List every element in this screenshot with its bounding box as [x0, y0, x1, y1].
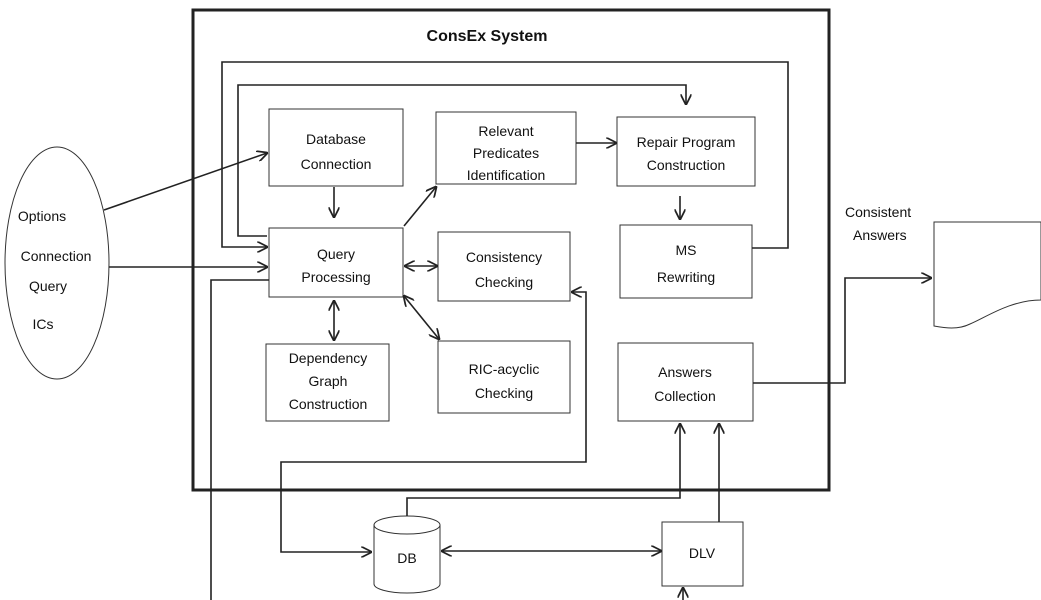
input-item-ics: ICs — [33, 316, 54, 332]
dependency-graph-label-1: Dependency — [289, 350, 368, 366]
database-connection-label-1: Database — [306, 131, 366, 147]
repair-program-label-2: Construction — [647, 157, 726, 173]
arrow-input-to-database-connection — [103, 153, 267, 211]
arrow-query-loop-to-repair — [237, 84, 686, 237]
database-connection-box: Database Connection — [268, 108, 404, 187]
input-item-options: Options — [18, 208, 66, 224]
query-processing-box: Query Processing — [268, 227, 404, 298]
connectors — [103, 61, 931, 600]
dependency-graph-label-3: Construction — [289, 396, 368, 412]
ric-acyclic-label-2: Checking — [475, 385, 533, 401]
answers-collection-label-1: Answers — [658, 364, 712, 380]
query-processing-label-1: Query — [317, 246, 355, 262]
input-item-query: Query — [29, 278, 67, 294]
ms-rewriting-label-2: Rewriting — [657, 269, 715, 285]
dlv-label: DLV — [689, 545, 716, 561]
answers-collection-box: Answers Collection — [617, 342, 754, 422]
consistency-checking-label-1: Consistency — [466, 249, 542, 265]
consistency-checking-box: Consistency Checking — [437, 231, 571, 302]
repair-program-box: Repair Program Construction — [616, 116, 756, 187]
database-connection-label-2: Connection — [301, 156, 372, 172]
arrow-ms-loop-to-query — [221, 61, 789, 248]
ric-acyclic-label-1: RIC-acyclic — [469, 361, 540, 377]
output-document — [933, 221, 1041, 329]
arrow-query-to-relevant-predicates — [403, 187, 436, 227]
arrow-query-ric — [404, 296, 439, 339]
input-ellipse — [4, 146, 110, 380]
line-query-down — [210, 279, 269, 600]
relevant-predicates-label-1: Relevant — [478, 123, 533, 139]
arrow-consistency-to-db — [280, 292, 587, 552]
db-label: DB — [397, 550, 416, 566]
output-label-1: Consistent — [845, 204, 911, 220]
input-items: Options Connection Query ICs — [18, 208, 92, 332]
system-title: ConsEx System — [427, 28, 548, 45]
ms-rewriting-label-1: MS — [676, 242, 697, 258]
ms-rewriting-box: MS Rewriting — [619, 224, 753, 299]
dlv-box: DLV — [661, 521, 744, 587]
input-item-connection: Connection — [21, 248, 92, 264]
arrow-db-to-answers — [406, 424, 680, 516]
db-cylinder: DB — [373, 515, 441, 594]
relevant-predicates-label-2: Predicates — [473, 145, 539, 161]
answers-collection-label-2: Collection — [654, 388, 715, 404]
ric-acyclic-box: RIC-acyclic Checking — [437, 340, 571, 414]
relevant-predicates-label-3: Identification — [467, 167, 546, 183]
dependency-graph-box: Dependency Graph Construction — [265, 343, 390, 422]
repair-program-label-1: Repair Program — [637, 134, 736, 150]
query-processing-label-2: Processing — [301, 269, 370, 285]
consistency-checking-label-2: Checking — [475, 274, 533, 290]
relevant-predicates-box: Relevant Predicates Identification — [435, 111, 577, 185]
output-label-2: Answers — [853, 227, 907, 243]
arrow-answers-to-output — [753, 278, 931, 384]
dependency-graph-label-2: Graph — [309, 373, 348, 389]
